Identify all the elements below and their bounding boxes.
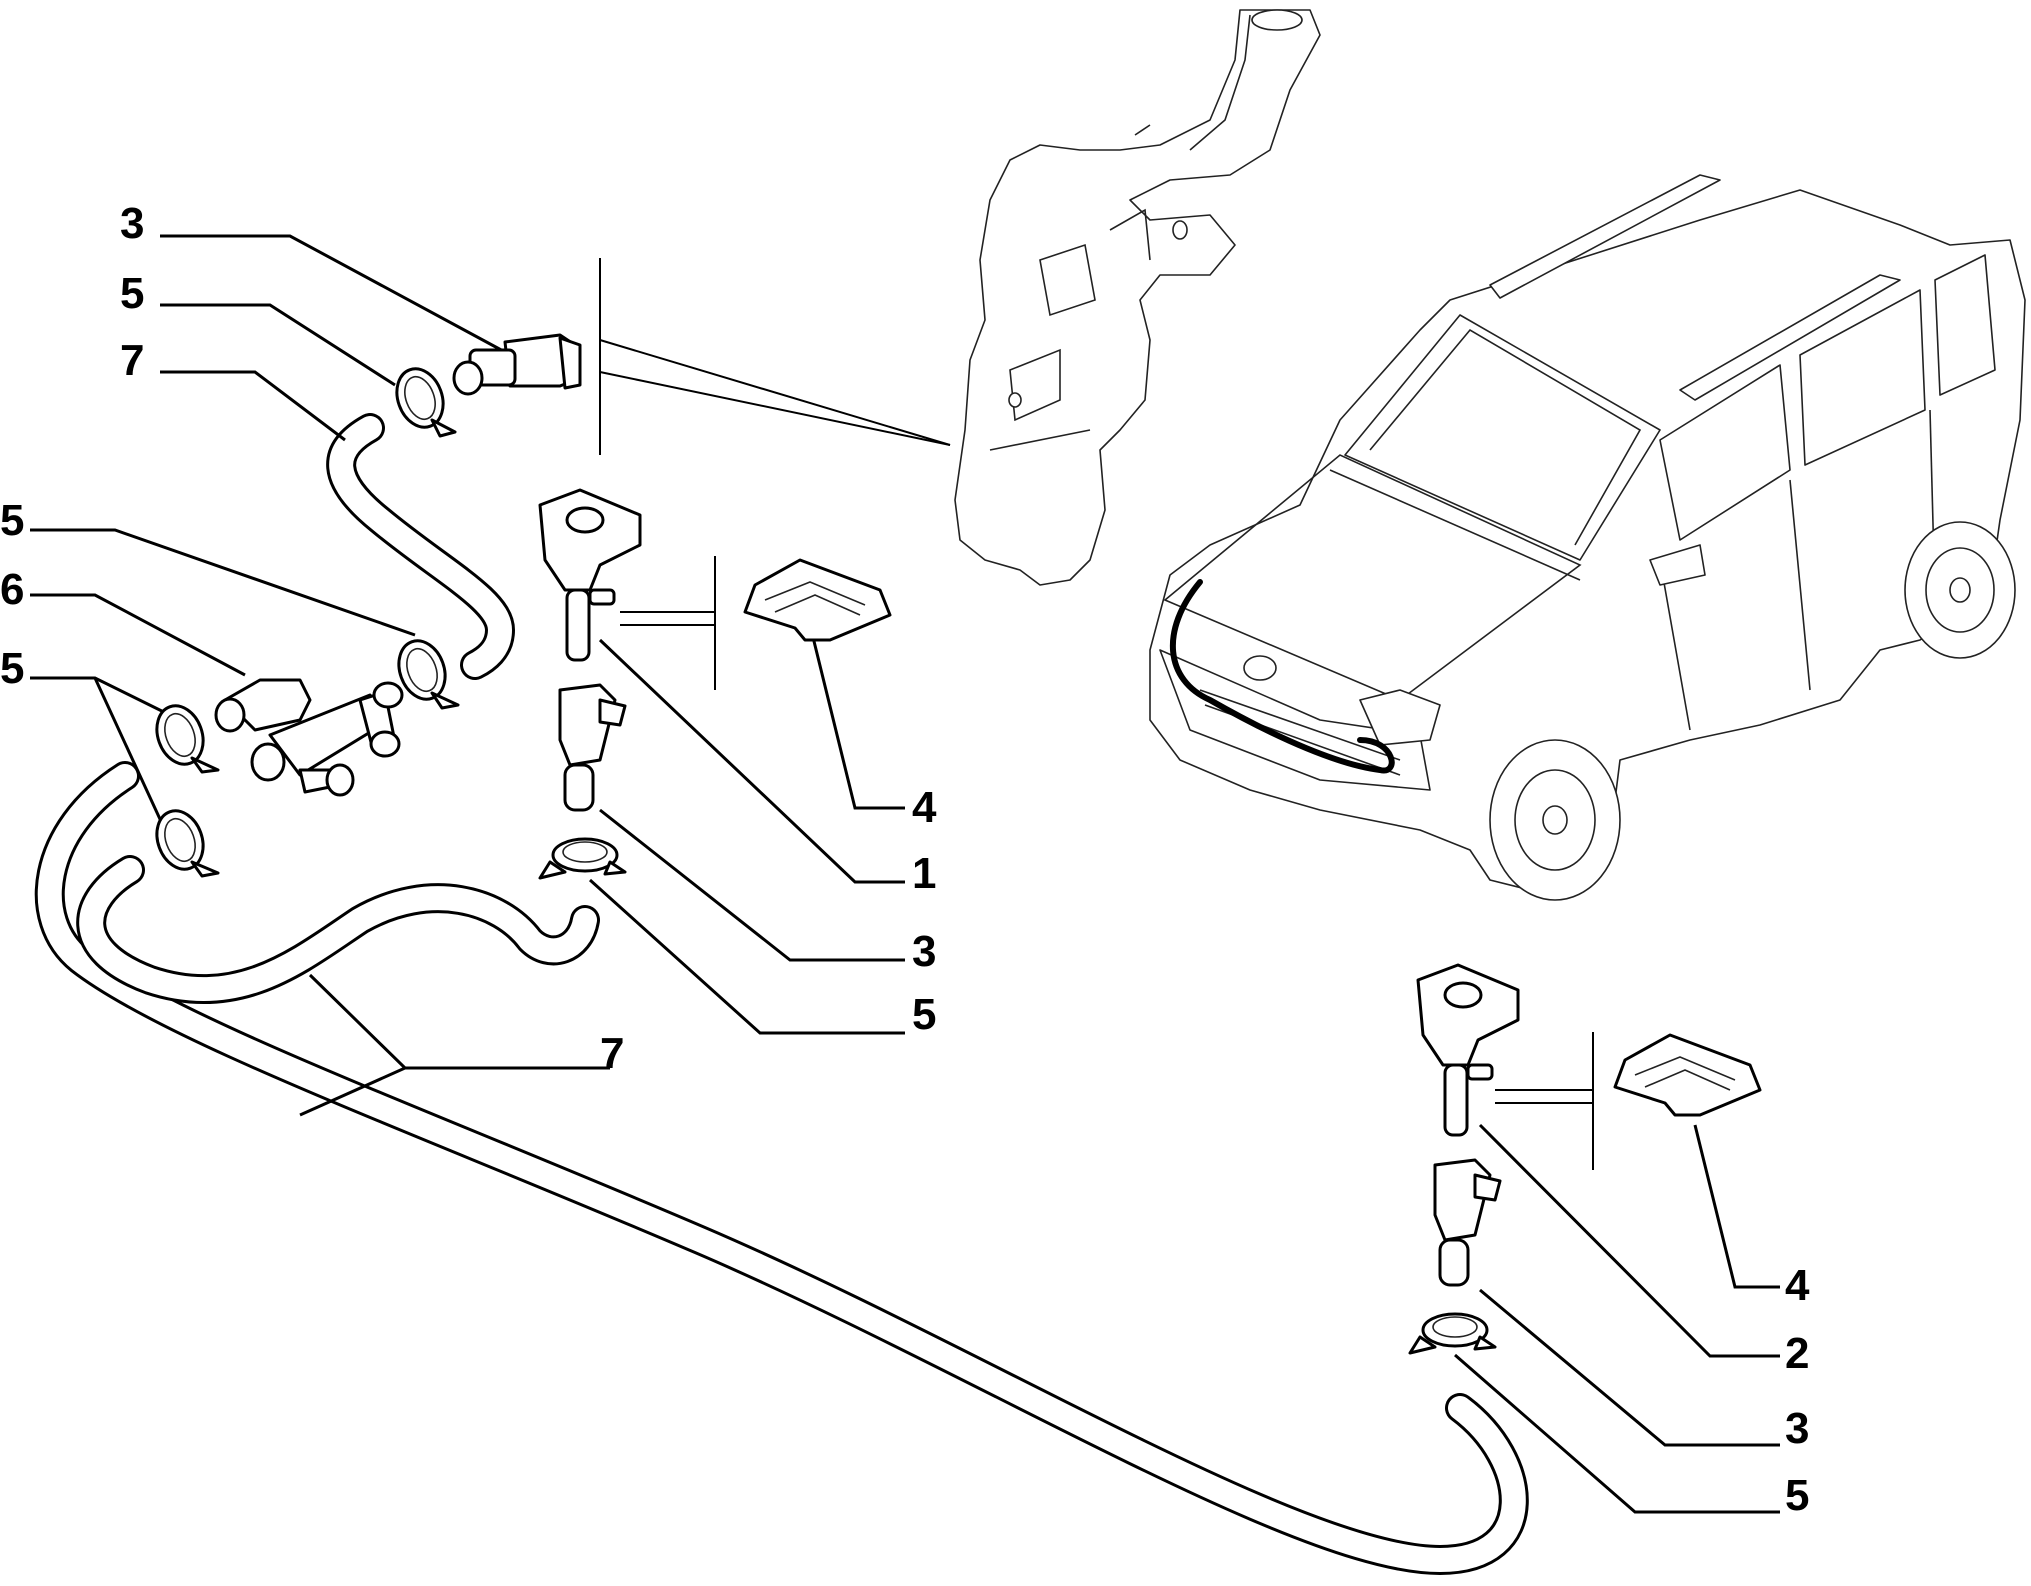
washer-hose-long	[34, 761, 1529, 1575]
callout-7-bottom: 7	[600, 1029, 624, 1078]
washer-hose-upper	[326, 413, 515, 680]
hose-connector-top	[452, 333, 582, 396]
hose-tee-connector	[214, 678, 404, 797]
leader-lines	[30, 234, 1780, 1514]
callout-4-left: 4	[912, 783, 937, 832]
hose-clamp-low-b	[155, 809, 220, 878]
hose-clamp-low-a	[155, 704, 220, 774]
callout-5-mid: 5	[0, 496, 24, 545]
callout-labels: 3 5 7 5 6 5 4 1 3 5 7 4 2 3 5	[0, 199, 1810, 1520]
callout-2: 2	[1785, 1329, 1809, 1378]
callout-3-top: 3	[120, 199, 144, 248]
callout-5-low: 5	[0, 644, 24, 693]
headlamp-washer-nozzle-right	[1416, 963, 1520, 1137]
hose-clamp-right-nozzle	[1408, 1312, 1497, 1355]
callout-4-right: 4	[1785, 1261, 1810, 1310]
mounting-clip-right	[1613, 1033, 1762, 1117]
callout-3-left: 3	[912, 927, 936, 976]
callout-1: 1	[912, 849, 936, 898]
callout-5-right: 5	[1785, 1471, 1809, 1520]
callout-7-top: 7	[120, 336, 144, 385]
vehicle-outline	[1149, 174, 2026, 901]
mounting-clip-left	[743, 558, 892, 642]
hose-clamp-top	[395, 367, 457, 438]
callout-5-left: 5	[912, 990, 936, 1039]
callout-5-top: 5	[120, 269, 144, 318]
callout-3-right: 3	[1785, 1404, 1809, 1453]
washer-hose-short-left	[76, 855, 600, 1005]
nozzle-adapter-left	[558, 683, 627, 812]
headlamp-washer-nozzle-left	[538, 488, 642, 662]
callout-6: 6	[0, 565, 24, 614]
hose-clamp-mid	[397, 639, 460, 710]
nozzle-adapter-right	[1433, 1158, 1502, 1287]
hose-clamp-left-nozzle	[538, 837, 627, 880]
washer-fluid-reservoir	[954, 9, 1321, 586]
